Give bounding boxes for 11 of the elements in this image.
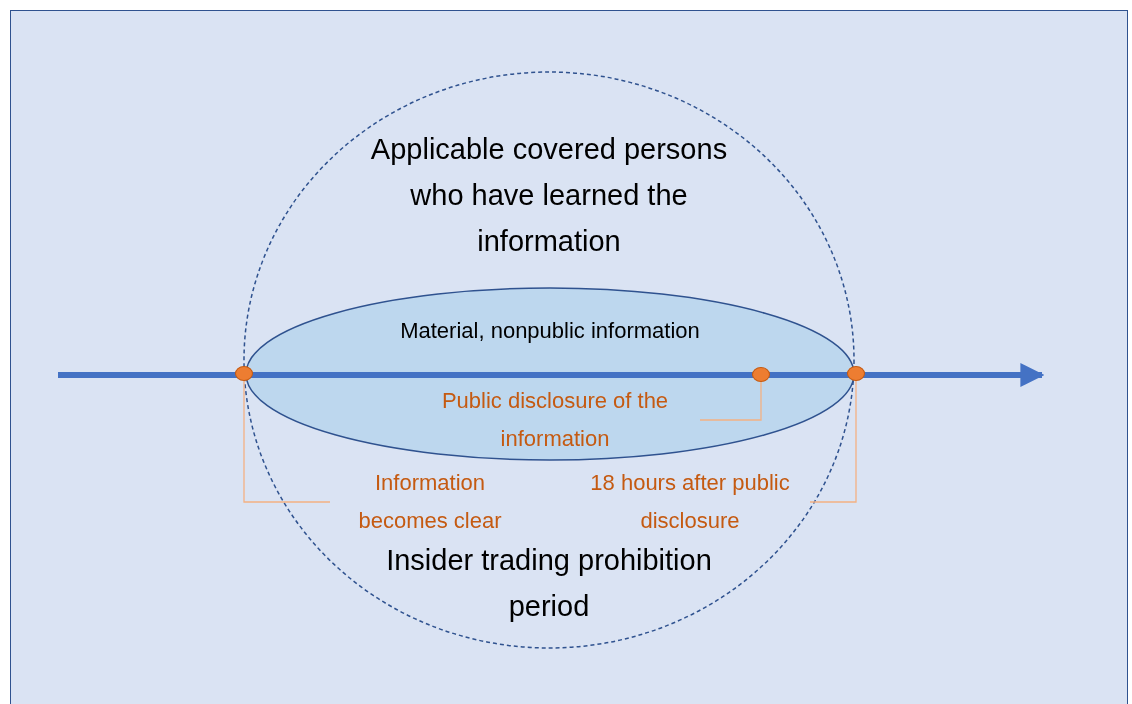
leader-line [809,380,857,503]
callout-text: 18 hours after public disclosure [570,462,810,542]
callout-text: Public disclosure of the information [410,380,700,460]
ellipse-label: Material, nonpublic information [399,317,701,345]
leader-line [699,381,762,421]
dashed-circle [243,71,855,649]
callout-text: Information becomes clear [330,462,530,542]
group-heading: Applicable covered persons who have learned the information [369,131,729,259]
ellipse [245,287,855,461]
leader-line [243,380,331,503]
period-label: Insider trading prohibition period [385,542,713,624]
